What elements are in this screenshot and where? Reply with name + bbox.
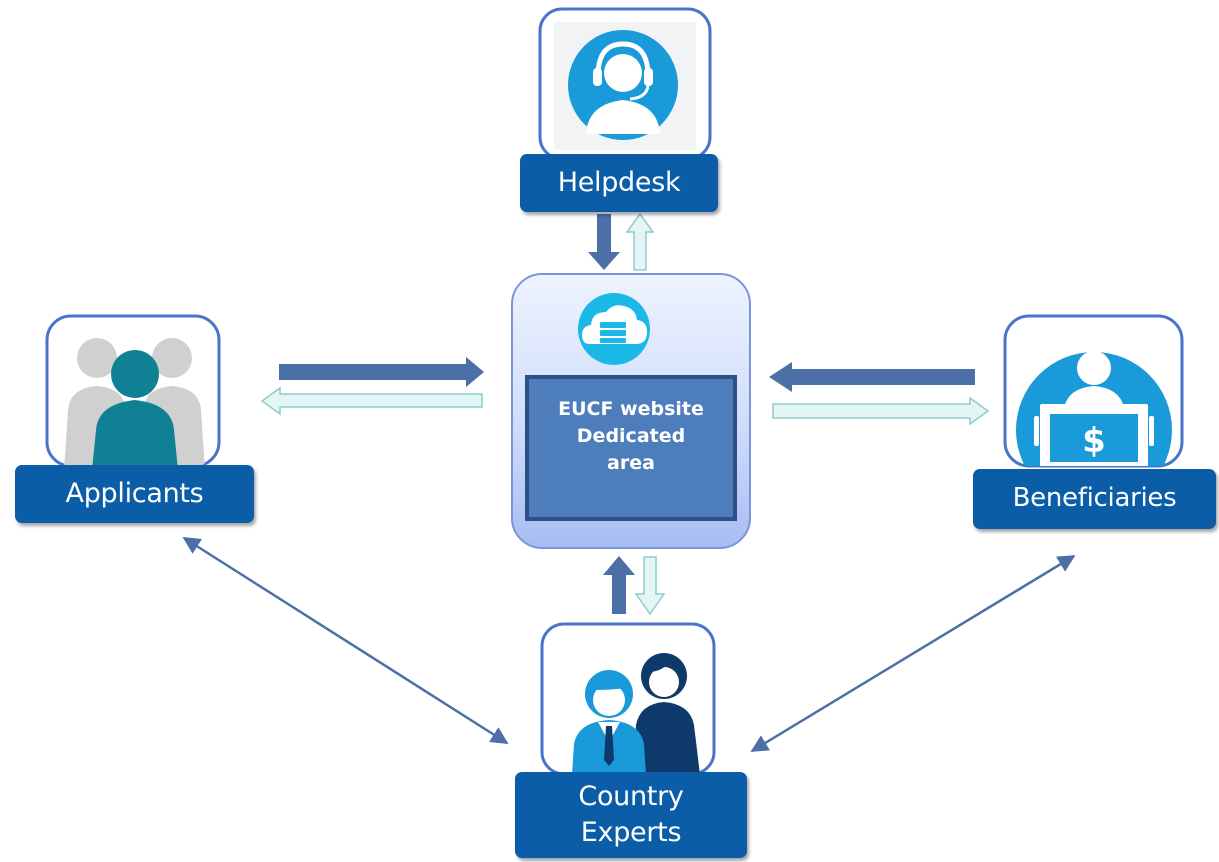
beneficiaries-node: $ [1003,314,1184,468]
website-label-line2: Dedicated [576,425,686,447]
country-experts-label: Country Experts [515,772,747,858]
helpdesk-label: Helpdesk [520,154,718,212]
website-label-line3: area [607,452,655,474]
arrow-website-to-applicants [260,386,483,416]
connector-applicants-experts [182,536,509,745]
website-label-line1: EUCF website [558,398,704,420]
country-experts-label-line1: Country [578,781,684,812]
website-node [511,273,751,549]
arrow-helpdesk-to-website [588,214,620,270]
website-inner-box [525,375,737,521]
arrow-website-to-beneficiaries [772,396,990,426]
arrow-experts-to-website [603,556,635,614]
people-group-icon [64,338,205,466]
website-label: EUCF website Dedicated area [530,382,732,514]
person-dollar-icon: $ [1016,351,1172,466]
country-experts-label-line2: Experts [580,817,682,848]
beneficiaries-label: Beneficiaries [973,469,1216,529]
arrow-website-to-experts [634,556,666,616]
connector-beneficiaries-experts [750,554,1076,753]
arrow-applicants-to-website [279,357,484,387]
svg-text:$: $ [1082,421,1106,461]
helpdesk-node [538,7,712,161]
applicants-node [45,314,221,468]
arrow-website-to-helpdesk [625,212,655,271]
country-experts-node [540,622,716,776]
experts-pair-icon [572,653,700,774]
headset-agent-icon [554,22,696,150]
arrow-beneficiaries-to-website [769,362,975,392]
applicants-label: Applicants [15,465,254,523]
cloud-server-icon [578,293,650,365]
